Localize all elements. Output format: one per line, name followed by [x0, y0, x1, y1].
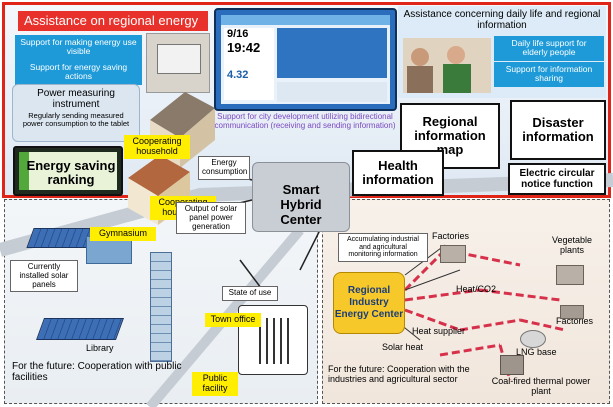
tablet-date: 9/16: [227, 28, 249, 40]
section-title-regional-energy: Assistance on regional energy: [18, 11, 208, 32]
accumulating-info-note: Accumulating industrial and agricultural…: [338, 233, 428, 263]
energy-consumption-note: Energy consumption: [198, 156, 250, 180]
tablet-device: 9/16 19:42 4.32: [214, 8, 397, 111]
tower-building: [150, 252, 172, 362]
lng-base-label: LNG base: [516, 347, 557, 357]
circular-notice-label: Electric circular notice function: [508, 163, 606, 195]
power-instrument-title: Power measuring instrument: [37, 88, 115, 110]
smart-hybrid-center-building: [252, 162, 350, 232]
regional-map-label: Regional information map: [400, 103, 500, 169]
regional-industry-center: Regional Industry Energy Center: [333, 272, 405, 334]
installed-solar-note: Currently installed solar panels: [10, 260, 78, 293]
town-office-label: Town office: [205, 313, 261, 327]
vegetable-plant-icon: [556, 265, 584, 285]
energy-ranking-label: Energy saving ranking: [26, 157, 116, 187]
health-info-label: Health information: [352, 150, 444, 196]
power-instrument-desc: Regularly sending measured power consump…: [22, 111, 130, 129]
ranking-tablet: [13, 146, 123, 196]
elderly-photo: [403, 38, 491, 93]
power-instrument-callout: Power measuring instrument Regularly sen…: [12, 84, 140, 142]
vegetable-plants-label: Vegetable plants: [551, 235, 593, 255]
support-saving-label: Support for energy saving actions: [15, 60, 142, 85]
heat-co2-label: Heat/CO2: [456, 284, 497, 294]
tablet-value: 4.32: [227, 69, 249, 81]
future-industries: For the future: Cooperation with the ind…: [328, 364, 470, 384]
factory-icon-2: [560, 305, 584, 319]
public-facility-label: Public facility: [192, 372, 238, 396]
elderly-support-label: Daily life support for elderly people: [494, 36, 604, 61]
library-label: Library: [86, 343, 114, 353]
factories-label-2: Factories: [556, 316, 594, 326]
disaster-info-label: Disaster information: [510, 100, 606, 160]
lng-tank-icon: [520, 330, 546, 348]
future-public-facilities: For the future: Cooperation with public …: [12, 361, 182, 383]
factories-label-1: Factories: [432, 231, 470, 241]
city-development-note: Support for city development utilizing b…: [214, 112, 396, 130]
info-sharing-label: Support for information sharing: [494, 62, 604, 87]
gymnasium-label: Gymnasium: [90, 227, 156, 241]
power-plant-icon: [500, 355, 524, 375]
heat-supplier-label: Heat supplier: [412, 326, 466, 336]
tablet-time: 19:42: [227, 40, 261, 55]
daily-life-title: Assistance concerning daily life and reg…: [403, 9, 601, 31]
cooperating-household-label-1: Cooperating household: [124, 135, 190, 159]
coal-plant-label: Coal-fired thermal power plant: [491, 376, 591, 396]
instrument-photo: [146, 33, 210, 93]
state-of-use-note: State of use: [222, 286, 278, 301]
support-visible-label: Support for making energy use visible: [15, 35, 142, 60]
smart-hybrid-center-label: Smart Hybrid Center: [280, 182, 322, 227]
solar-output-note: Output of solar panel power generation: [176, 202, 246, 235]
solar-heat-label: Solar heat: [382, 342, 424, 352]
factory-icon-1: [440, 245, 466, 263]
solar-panel-array-2: [35, 318, 125, 340]
